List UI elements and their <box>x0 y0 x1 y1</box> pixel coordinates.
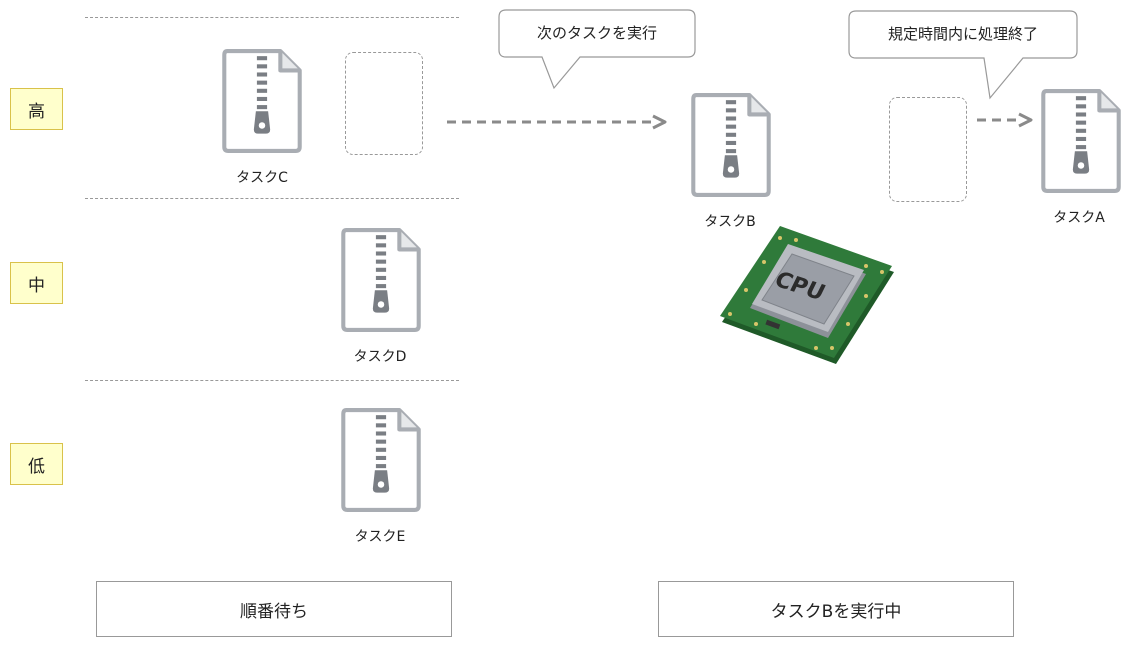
lane-divider-medium-low <box>85 380 459 381</box>
task-a-zip-file-icon <box>1040 88 1122 194</box>
task-d-label: タスクD <box>353 349 407 365</box>
task-e-zip-file-icon <box>340 407 422 513</box>
speech-bubble-next-task-text: 次のタスクを実行 <box>536 23 657 42</box>
priority-low-text: 低 <box>28 456 45 477</box>
footer-waiting-text: 順番待ち <box>240 601 308 622</box>
priority-label-low: 低 <box>10 443 63 485</box>
footer-waiting-box: 順番待ち <box>96 581 452 637</box>
priority-label-high: 高 <box>10 88 63 130</box>
priority-medium-text: 中 <box>28 275 45 296</box>
cpu-chip-icon: CPU <box>720 226 894 364</box>
lane-divider-top <box>85 17 459 18</box>
task-a-label: タスクA <box>1053 210 1105 226</box>
empty-queue-slot <box>345 52 423 155</box>
task-e-label: タスクE <box>354 529 406 545</box>
dashed-arrow-small-icon <box>977 112 1033 128</box>
empty-running-slot <box>889 97 967 202</box>
task-d-zip-file-icon <box>340 227 422 333</box>
lane-divider-high-medium <box>85 198 459 199</box>
priority-label-medium: 中 <box>10 262 63 304</box>
task-c-label: タスクC <box>236 170 288 186</box>
footer-running-box: タスクBを実行中 <box>658 581 1014 637</box>
speech-bubble-next-task: 次のタスクを実行 <box>498 9 696 91</box>
task-b-zip-file-icon <box>690 92 772 198</box>
priority-high-text: 高 <box>28 101 45 122</box>
dashed-arrow-icon <box>447 114 667 130</box>
footer-running-text: タスクBを実行中 <box>770 601 902 622</box>
speech-bubble-time-up-text: 規定時間内に処理終了 <box>887 24 1038 43</box>
task-b-label: タスクB <box>704 214 756 230</box>
speech-bubble-time-up: 規定時間内に処理終了 <box>848 10 1078 100</box>
task-c-zip-file-icon <box>221 48 303 154</box>
